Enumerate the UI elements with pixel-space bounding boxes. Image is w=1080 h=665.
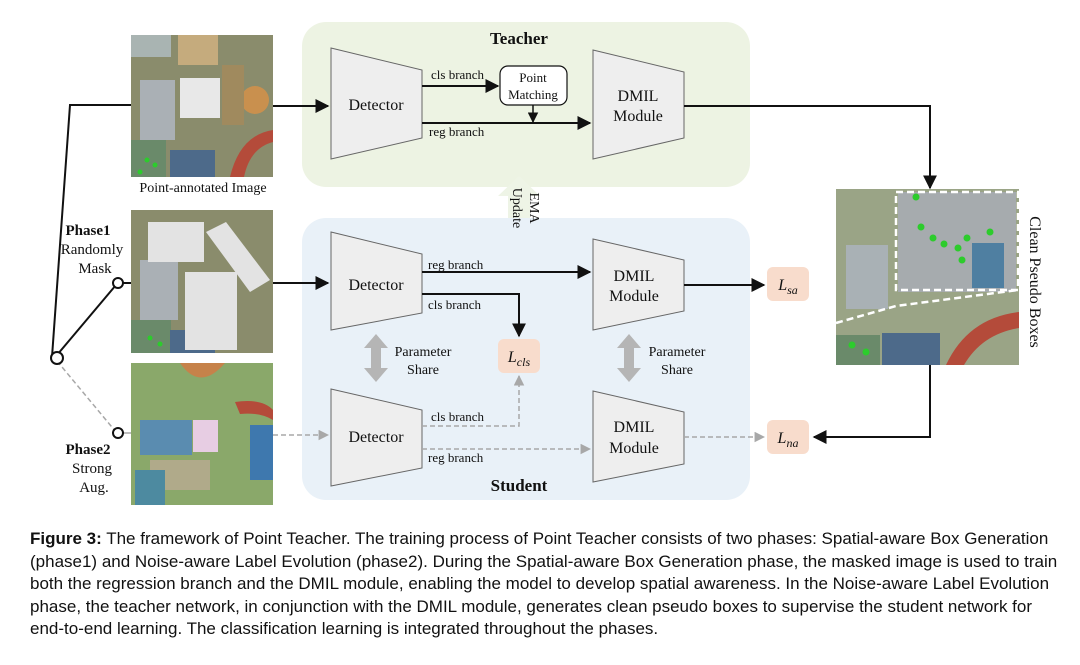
student-aug-cls-branch-label: cls branch — [431, 409, 485, 424]
student-aug-detector-shape — [330, 388, 423, 487]
student-dmil-shape — [592, 238, 685, 331]
student-detector-shape — [330, 231, 423, 331]
teacher-detector-shape — [330, 47, 423, 160]
student-aug-detector-label: Detector — [348, 429, 404, 446]
svg-text:EMA: EMA — [526, 192, 541, 224]
teacher-dmil-shape — [592, 49, 685, 160]
teacher-title: Teacher — [490, 29, 548, 48]
param-share-left-line2: Share — [407, 363, 439, 378]
phase-switch — [50, 104, 131, 439]
phase2-line2: Aug. — [79, 480, 109, 496]
teacher-dmil-line2: Module — [613, 108, 663, 125]
point-annotated-image — [131, 35, 273, 177]
arrow-aug-cls-to-lcls — [422, 374, 525, 427]
phase1-line1: Randomly — [61, 242, 124, 258]
ema-update-arrow — [498, 176, 540, 218]
student-title: Student — [491, 476, 548, 495]
phase1-line2: Mask — [78, 261, 112, 277]
loss-na-box — [767, 420, 809, 454]
phase2-line1: Strong — [72, 461, 113, 477]
loss-cls-box — [498, 339, 540, 373]
student-reg-branch-label: reg branch — [428, 257, 484, 272]
student-dmil-line2: Module — [609, 288, 659, 305]
arrow-pseudo-to-lna — [812, 365, 931, 444]
loss-cls-label: Lcls — [507, 349, 531, 369]
teacher-dmil-line1: DMIL — [618, 88, 659, 105]
student-aug-dmil-shape — [592, 390, 685, 483]
phase1-title: Phase1 — [66, 223, 111, 239]
student-aug-reg-branch-label: reg branch — [428, 450, 484, 465]
clean-pseudo-boxes-label: Clean Pseudo Boxes — [1026, 216, 1043, 348]
teacher-reg-branch-label: reg branch — [429, 124, 485, 139]
student-aug-dmil-line1: DMIL — [614, 419, 655, 436]
param-share-arrow-left — [364, 334, 388, 382]
param-share-arrow-right — [617, 334, 641, 382]
loss-sa-label: Lsa — [777, 277, 798, 297]
svg-text:Update: Update — [509, 188, 524, 228]
figure-caption-label: Figure 3: — [30, 529, 102, 548]
loss-sa-box — [767, 267, 809, 301]
param-share-right-line2: Share — [661, 363, 693, 378]
masked-image — [131, 210, 273, 353]
student-cls-branch-label: cls branch — [428, 297, 482, 312]
figure-caption: Figure 3: The framework of Point Teacher… — [30, 528, 1060, 641]
teacher-cls-branch-label: cls branch — [431, 67, 485, 82]
loss-na-label: Lna — [777, 430, 799, 450]
student-dmil-line1: DMIL — [614, 268, 655, 285]
arrow-student-cls — [422, 293, 526, 338]
param-share-right-line1: Parameter — [649, 345, 706, 360]
teacher-detector-label: Detector — [348, 97, 404, 114]
arrow-teacher-to-pseudo — [684, 105, 937, 190]
clean-pseudo-boxes-image — [835, 189, 1020, 365]
point-matching-line1: Point — [519, 70, 547, 85]
param-share-left-line1: Parameter — [395, 345, 452, 360]
student-detector-label: Detector — [348, 277, 404, 294]
figure-caption-text: The framework of Point Teacher. The trai… — [30, 529, 1058, 638]
strong-aug-image — [131, 363, 273, 505]
ema-update-label: EMA Update — [509, 188, 541, 228]
framework-diagram: Teacher Student EMA Update Point-annotat… — [50, 22, 1043, 505]
point-annotated-label: Point-annotated Image — [139, 181, 266, 196]
student-aug-dmil-line2: Module — [609, 440, 659, 457]
phase2-title: Phase2 — [66, 442, 111, 458]
point-matching-line2: Matching — [508, 87, 558, 102]
